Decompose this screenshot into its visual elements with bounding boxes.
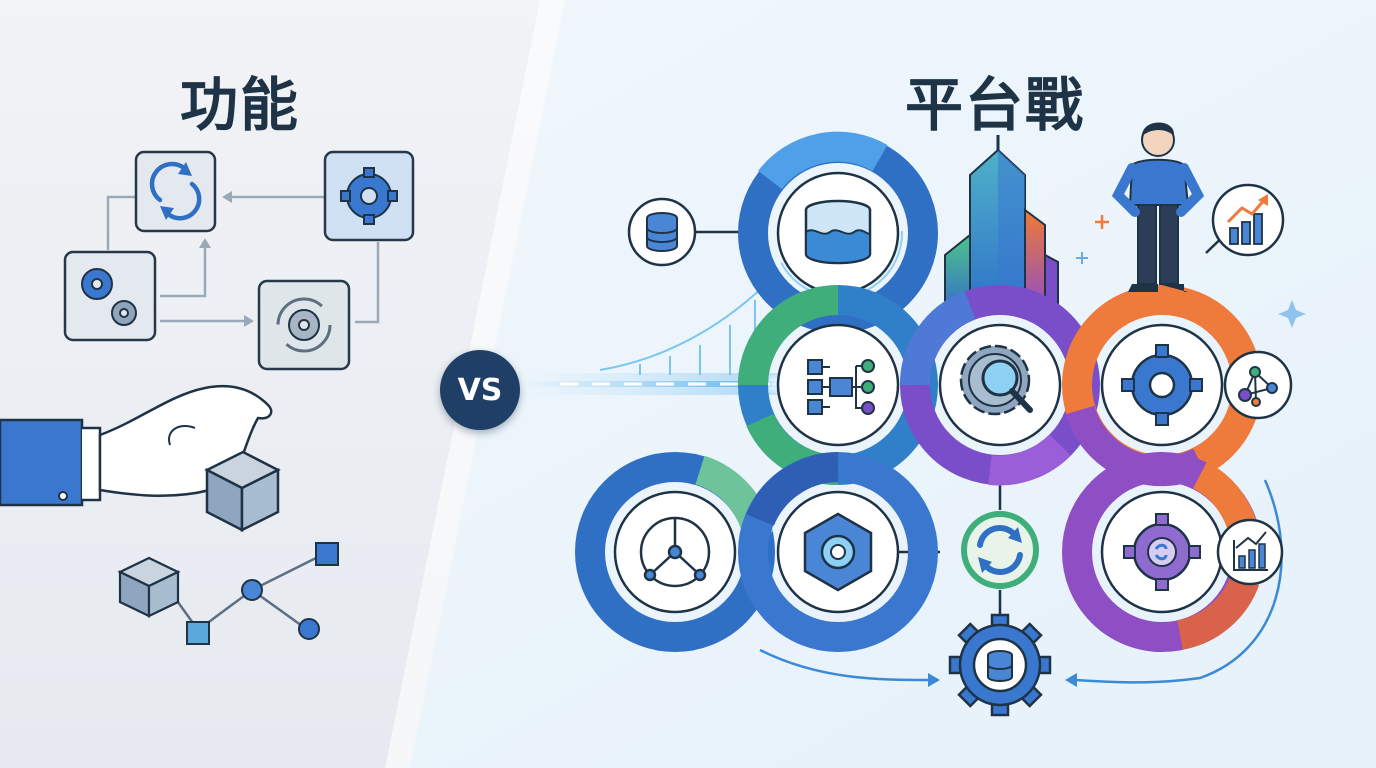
ring-gear-search: [899, 285, 1100, 486]
cube-icon: [117, 556, 181, 618]
right-title: 平台戰: [905, 71, 1086, 139]
gears-icon: [81, 268, 137, 326]
small-network: [117, 542, 339, 645]
gear-database-icon: [948, 613, 1052, 717]
cycle-icon: [639, 516, 711, 588]
hexagon-gear-icon: [803, 512, 873, 592]
sync-arrows-icon: [977, 524, 1023, 576]
left-connectors: [106, 191, 380, 327]
gear-tile: [323, 150, 415, 242]
ring-cycle: [575, 452, 775, 652]
flowchart-icon: [807, 359, 875, 415]
refresh-tile: [134, 150, 217, 233]
sync-gear-tile: [257, 279, 351, 371]
gear-search-icon: [959, 344, 1033, 416]
gears-tile: [63, 250, 157, 342]
ring-database: [738, 131, 938, 333]
bar-chart-icon: [1216, 518, 1284, 586]
vs-badge: VS: [440, 350, 520, 430]
person-icon: [1111, 122, 1205, 292]
database-lake-icon: [804, 199, 872, 265]
cube-icon: [204, 450, 281, 533]
network-icon: [1223, 350, 1293, 420]
sync-arrows-node: [961, 511, 1039, 589]
refresh-icon: [149, 161, 202, 221]
sparkles: [1076, 215, 1306, 328]
ring-gear-chart: [1062, 452, 1262, 652]
database-icon: [627, 197, 697, 267]
gear-icon: [340, 167, 398, 225]
gear-icon: [1121, 344, 1203, 426]
gear-chart-icon: [1123, 513, 1201, 591]
sync-gear-icon: [276, 297, 332, 353]
ring-flowchart: [738, 285, 938, 486]
bar-chart-icon: [1211, 183, 1285, 257]
ring-hexagon-gear: [738, 452, 938, 652]
ring-gear: [1062, 285, 1262, 487]
left-title: 功能: [180, 71, 301, 139]
